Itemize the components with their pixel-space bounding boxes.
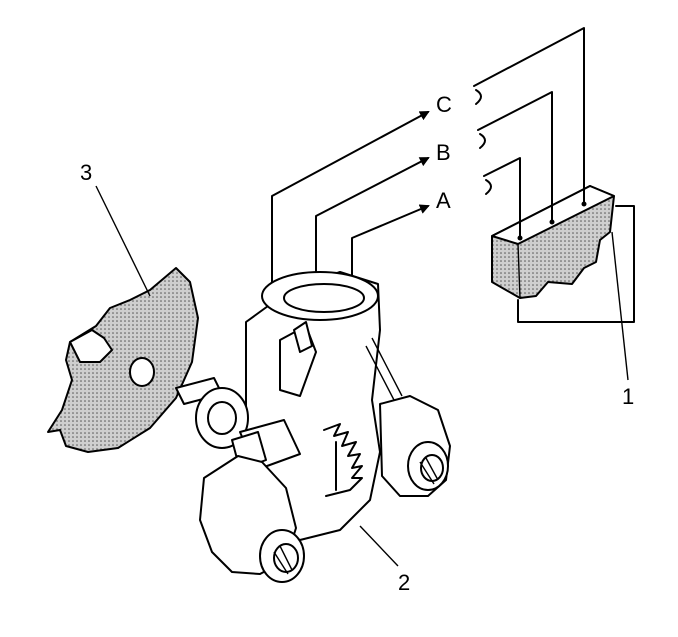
signal-label-a: A	[436, 188, 451, 213]
callout-3: 3	[80, 160, 92, 185]
callout-2: 2	[398, 570, 410, 595]
leader-lines	[95, 185, 629, 567]
electrical-connector	[491, 185, 635, 323]
pulley-disc	[47, 267, 223, 453]
signal-label-c: C	[436, 92, 452, 117]
signal-label-b: B	[436, 140, 451, 165]
signal-wires	[473, 27, 587, 241]
callout-1: 1	[622, 384, 634, 409]
sensor-body	[195, 271, 451, 583]
